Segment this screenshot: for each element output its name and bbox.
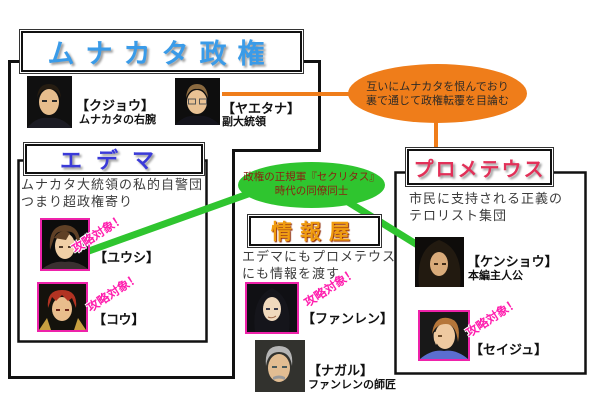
kou-name: 【コウ】 — [93, 312, 145, 327]
edema-description: ムナカタ大統領の私的自警団 つまり超政権寄り — [21, 176, 203, 210]
seiju-name: 【セイジュ】 — [470, 342, 548, 357]
capture-label-seiju: 攻略対象！ — [463, 295, 522, 340]
nagaru-avatar-icon — [255, 340, 305, 392]
faction-title-munakata: ムナカタ政権 — [21, 31, 302, 72]
faction-title-johoya-label: 情報屋 — [271, 221, 358, 244]
yaetana-avatar-icon — [175, 78, 220, 125]
kenshou-avatar-icon — [415, 237, 464, 287]
nagaru-role: ファンレンの師匠 — [308, 379, 396, 391]
yuushi-name: 【ユウシ】 — [94, 250, 160, 265]
portrait-seiju — [418, 310, 470, 361]
kujou-avatar-icon — [27, 76, 72, 128]
faction-title-prometheus-label: プロメテウス — [413, 158, 546, 181]
edema-description-line2: つまり超政権寄り — [21, 194, 134, 209]
note-orange-ellipse: 互いにムナカタを恨んでおり 裏で通じて政権転覆を目論む — [348, 64, 527, 123]
note-green-line2: 時代の同僚同士 — [274, 186, 349, 197]
faction-title-johoya: 情報屋 — [249, 216, 380, 246]
portrait-fanren — [245, 282, 299, 334]
portrait-kujou — [27, 76, 72, 128]
nagaru-name: 【ナガル】 — [308, 363, 374, 378]
johoya-description-line2: にも情報を渡す — [242, 266, 341, 281]
portrait-nagaru — [255, 340, 305, 392]
kujou-role: ムナカタの右腕 — [79, 114, 156, 126]
faction-title-edema-label: エデマ — [59, 148, 168, 173]
fanren-name: 【ファンレン】 — [302, 311, 394, 326]
faction-title-munakata-label: ムナカタ政権 — [47, 39, 276, 69]
seiju-avatar-icon — [420, 312, 468, 359]
prometheus-description-line2: テロリスト集団 — [409, 208, 508, 223]
kenshou-role: 本編主人公 — [468, 270, 523, 282]
portrait-kou — [37, 282, 88, 332]
portrait-kenshou — [415, 237, 464, 287]
faction-title-prometheus: プロメテウス — [407, 149, 552, 185]
prometheus-description: 市民に支持される正義の テロリスト集団 — [409, 190, 563, 224]
note-green-line1: 政権の正規軍『セクリタス』 — [243, 172, 380, 183]
johoya-description-line1: エデマにもプロメテウス — [242, 249, 397, 264]
note-green-ellipse: 政権の正規軍『セクリタス』 時代の同僚同士 — [238, 162, 385, 208]
kou-avatar-icon — [39, 284, 86, 330]
faction-title-edema: エデマ — [25, 144, 203, 174]
fanren-avatar-icon — [247, 284, 297, 332]
johoya-description: エデマにもプロメテウス にも情報を渡す — [242, 248, 396, 282]
note-orange-line1: 互いにムナカタを恨んでおり — [366, 80, 509, 93]
note-orange-line2: 裏で通じて政権転覆を目論む — [366, 94, 509, 107]
edema-description-line1: ムナカタ大統領の私的自警団 — [21, 177, 204, 192]
yaetana-role: 副大統領 — [222, 116, 266, 128]
prometheus-description-line1: 市民に支持される正義の — [409, 191, 564, 206]
portrait-yaetana — [175, 78, 220, 125]
